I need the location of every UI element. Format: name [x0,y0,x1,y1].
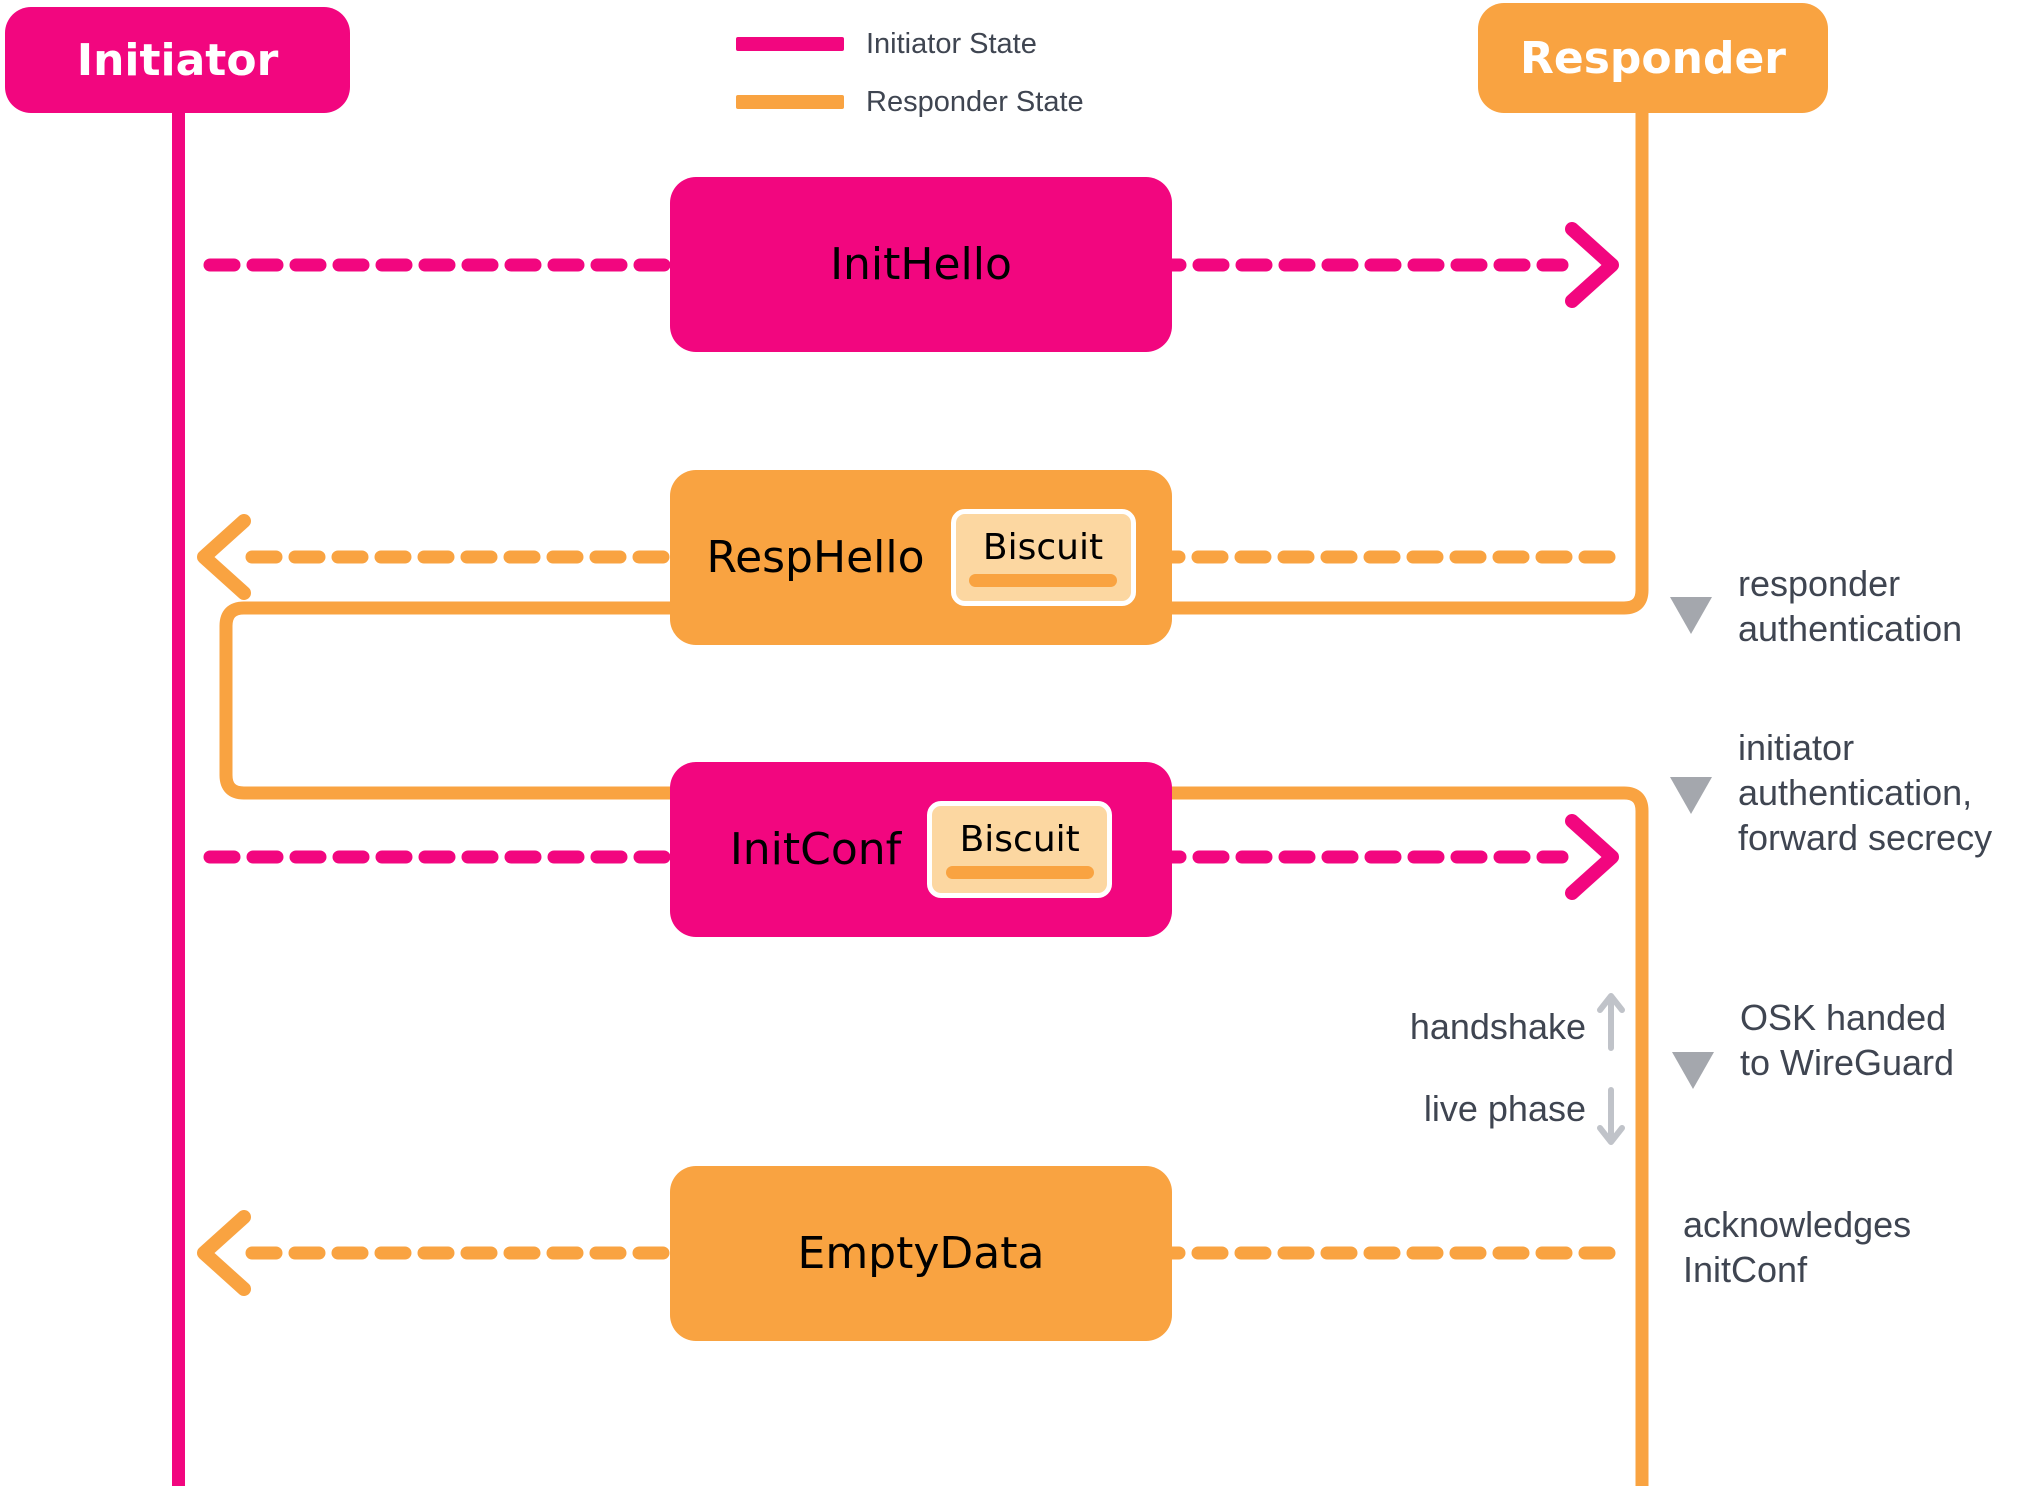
annotation-line: authentication [1738,608,1963,649]
message-box-emptydata: EmptyData [670,1166,1172,1341]
message-box-initconf: InitConf Biscuit [670,762,1172,937]
live-phase-down-arrow-icon [1597,1087,1625,1145]
message-box-inithello: InitHello [670,177,1172,352]
resphello-arrowhead-icon [197,514,251,600]
annotation-line: responder [1738,563,1901,604]
message-box-resphello: RespHello Biscuit [670,470,1172,645]
annotation-line: authentication, [1738,772,1973,813]
emptydata-label: EmptyData [797,1228,1045,1279]
annotation-line: OSK handed [1740,997,1947,1038]
initiator-auth-triangle-icon [1670,777,1712,814]
responder-actor-box: Responder [1478,3,1828,113]
annotation-osk-handed-to-wireguard: OSK handed to WireGuard [1740,995,1954,1085]
annotation-responder-authentication: responder authentication [1738,561,1962,651]
responder-actor-label: Responder [1520,32,1786,84]
annotation-line: to WireGuard [1740,1042,1955,1083]
biscuit-bar [945,866,1094,879]
biscuit-bar [969,574,1118,587]
biscuit-label: Biscuit [959,819,1080,860]
annotation-line: forward secrecy [1738,817,1993,858]
initconf-arrowhead-icon [1565,814,1619,900]
biscuit-label: Biscuit [982,527,1104,568]
responder-state-line [219,113,1649,1486]
annotation-line: InitConf [1683,1249,1808,1290]
legend-initiator-label: Initiator State [866,28,1037,60]
annotation-line: acknowledges [1683,1204,1912,1245]
handshake-up-arrow-icon [1597,993,1625,1051]
inithello-arrowhead-icon [1565,222,1619,308]
resphello-label: RespHello [706,532,925,583]
emptydata-arrowhead-icon [197,1210,251,1296]
osk-triangle-icon [1672,1052,1714,1089]
responder-auth-triangle-icon [1670,597,1712,634]
annotation-initiator-authentication: initiator authentication, forward secrec… [1738,725,1992,860]
initiator-actor-label: Initiator [76,34,279,86]
live-phase-label: live phase [1423,1088,1586,1129]
legend-initiator-swatch [736,37,844,51]
legend-responder-label: Responder State [866,86,1084,118]
inithello-label: InitHello [830,239,1012,290]
annotation-acknowledges-initconf: acknowledges InitConf [1683,1202,1911,1292]
initconf-biscuit-chip: Biscuit [927,801,1113,898]
legend-responder-swatch [736,95,844,109]
initiator-actor-box: Initiator [5,7,350,113]
resphello-biscuit-chip: Biscuit [950,509,1136,606]
handshake-phase-label: handshake [1409,1006,1586,1047]
initconf-label: InitConf [729,824,902,875]
annotation-line: initiator [1738,727,1855,768]
